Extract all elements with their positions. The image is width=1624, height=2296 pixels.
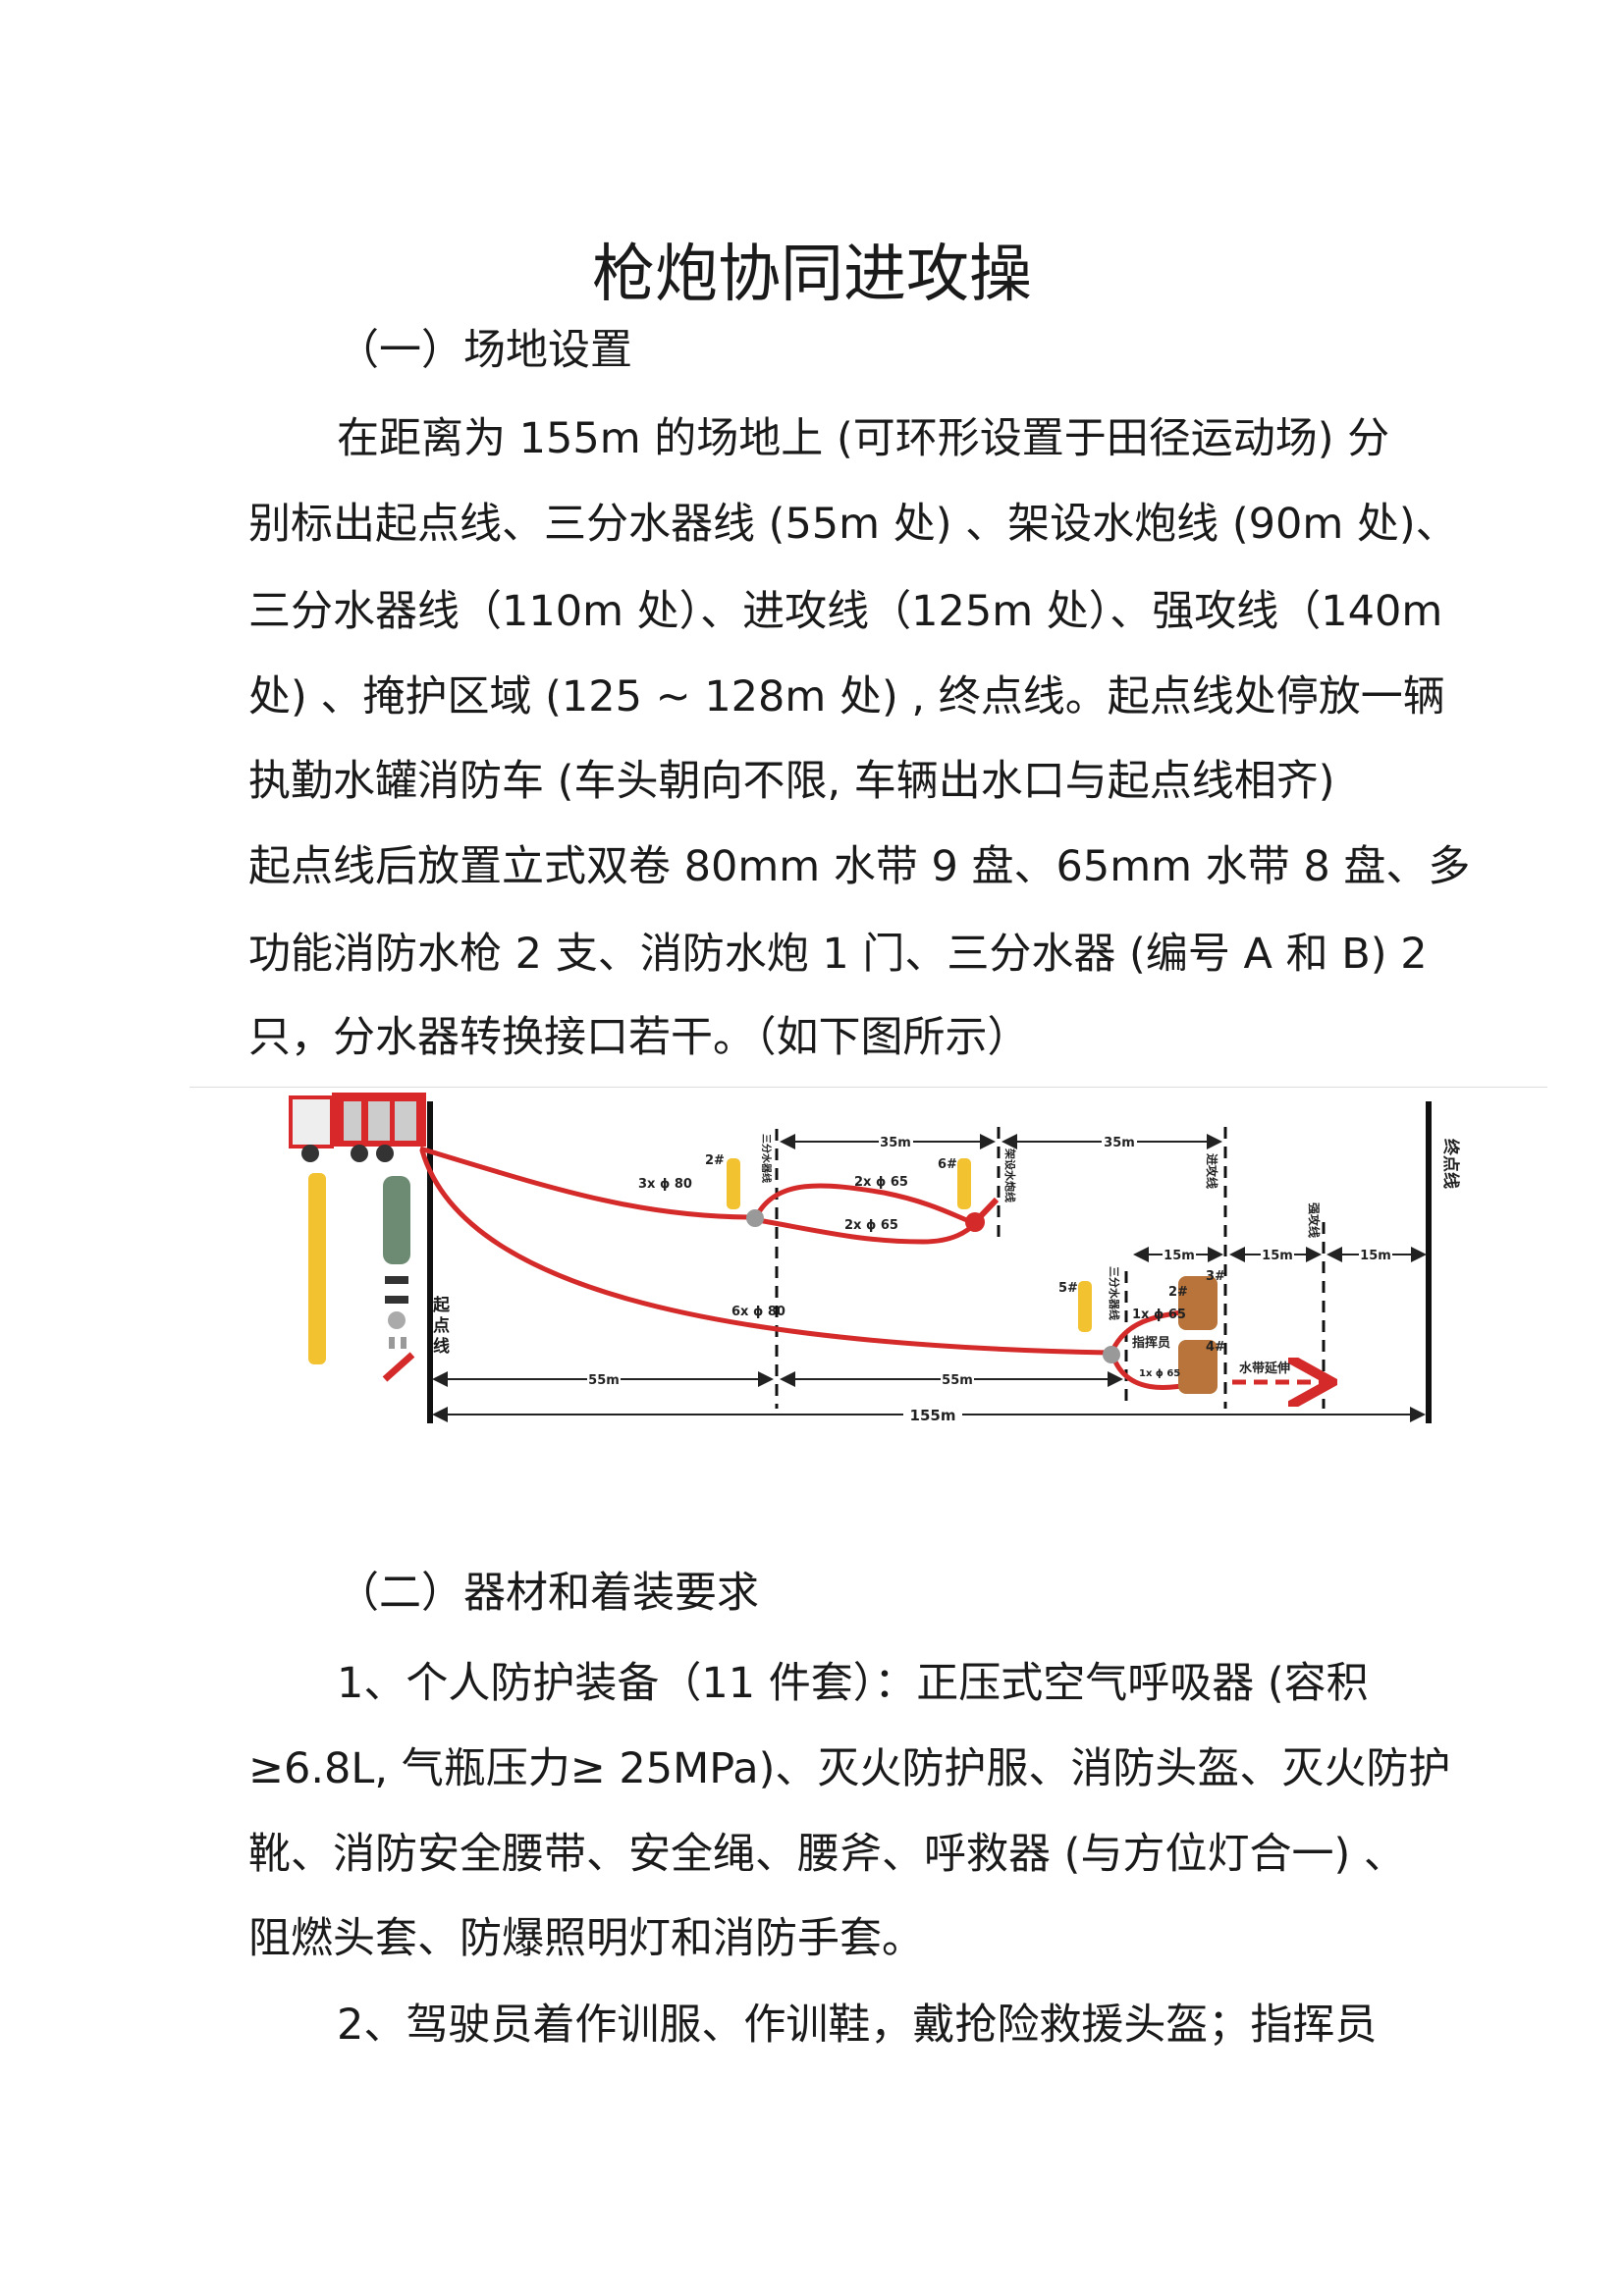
hose-rolls-icon	[383, 1176, 410, 1264]
person-label: 2#	[1168, 1285, 1188, 1300]
firefighter-icons	[727, 1158, 1092, 1332]
section-heading: （二）器材和着装要求	[337, 1569, 759, 1618]
paragraph-line: 别标出起点线、三分水器线 (55m 处) 、架设水炮线 (90m 处)、	[248, 500, 1458, 549]
person-label: 2#	[705, 1153, 725, 1168]
dim-15m: 15m	[1164, 1249, 1195, 1263]
divider	[189, 1087, 1547, 1088]
dimension-arrows	[432, 1134, 1427, 1422]
page-title: 枪炮协同进攻操	[592, 239, 1032, 311]
attack-crew-icons	[1178, 1276, 1218, 1394]
water-cannon-icon	[965, 1197, 1000, 1232]
commander-label: 指挥员	[1132, 1335, 1170, 1351]
fire-truck-icon	[289, 1093, 426, 1162]
cannon-line-label: 架设水炮线	[1003, 1148, 1017, 1202]
section-heading: （一）场地设置	[337, 326, 632, 375]
splitter-line-label: 三分水器线	[760, 1134, 773, 1183]
splitter-icons	[746, 1209, 1120, 1363]
hose-label: 1x ϕ 65	[1139, 1368, 1180, 1379]
finish-line-label: 终点线	[1440, 1139, 1461, 1189]
hoses	[419, 1146, 1194, 1391]
field-layout-diagram: 55m 55m 35m 35m 15m 15m 15m 3x ϕ 80 6x ϕ…	[289, 1093, 1461, 1424]
paragraph-line: 三分水器线（110m 处）、进攻线（125m 处）、强攻线（140m	[248, 587, 1443, 636]
hose-label: 2x ϕ 65	[844, 1218, 898, 1233]
dim-155m: 155m	[910, 1407, 956, 1424]
dim-35m: 35m	[1104, 1136, 1135, 1150]
start-line-label-vertical: 起点线	[433, 1296, 450, 1357]
dim-15m: 15m	[1360, 1249, 1391, 1263]
person-label: 3#	[1206, 1269, 1225, 1284]
paragraph-line: 靴、消防安全腰带、安全绳、腰斧、呼救器 (与方位灯合一) 、	[248, 1830, 1406, 1879]
dim-15m: 15m	[1262, 1249, 1293, 1263]
nozzles-icon	[382, 1276, 415, 1382]
splitter-line-label: 三分水器线	[1108, 1266, 1121, 1320]
paragraph-line: 处) 、掩护区域 (125 ~ 128m 处) , 终点线。起点线处停放一辆	[248, 672, 1445, 721]
paragraph-line: 在距离为 155m 的场地上 (可环形设置于田径运动场) 分	[337, 414, 1390, 463]
firefighter-team-icon	[308, 1173, 326, 1364]
paragraph-line: 起点线后放置立式双卷 80mm 水带 9 盘、65mm 水带 8 盘、多	[248, 842, 1471, 891]
paragraph-line: 1、个人防护装备（11 件套）：正压式空气呼吸器 (容积	[337, 1659, 1369, 1708]
paragraph-line: 阻燃头套、防爆照明灯和消防手套。	[248, 1914, 924, 1963]
hose-label: 1x ϕ 65	[1132, 1308, 1186, 1322]
hose-label: 6x ϕ 80	[731, 1305, 785, 1319]
dim-55m: 55m	[942, 1373, 973, 1388]
hose-label: 2x ϕ 65	[854, 1175, 908, 1190]
person-label: 4#	[1206, 1340, 1225, 1355]
attack-line-label: 进攻线	[1205, 1153, 1219, 1189]
person-label: 6#	[938, 1157, 957, 1172]
hose-label: 3x ϕ 80	[638, 1177, 692, 1192]
paragraph-line: 只，分水器转换接口若干。（如下图所示）	[248, 1013, 1030, 1062]
dim-35m: 35m	[880, 1136, 911, 1150]
extend-label: 水带延伸	[1239, 1361, 1290, 1376]
paragraph-line: 执勤水罐消防车 (车头朝向不限, 车辆出水口与起点线相齐)	[248, 757, 1335, 806]
dashed-lines	[775, 1127, 1326, 1409]
paragraph-line: 功能消防水枪 2 支、消防水炮 1 门、三分水器 (编号 A 和 B) 2	[248, 930, 1428, 979]
paragraph-line: ≥6.8L, 气瓶压力≥ 25MPa)、灭火防护服、消防头盔、灭火防护	[248, 1744, 1451, 1793]
person-label: 5#	[1058, 1281, 1078, 1296]
paragraph-line: 2、驾驶员着作训服、作训鞋，戴抢险救援头盔；指挥员	[337, 2001, 1378, 2050]
dim-55m: 55m	[588, 1373, 620, 1388]
strong-attack-line-label: 强攻线	[1307, 1202, 1322, 1238]
